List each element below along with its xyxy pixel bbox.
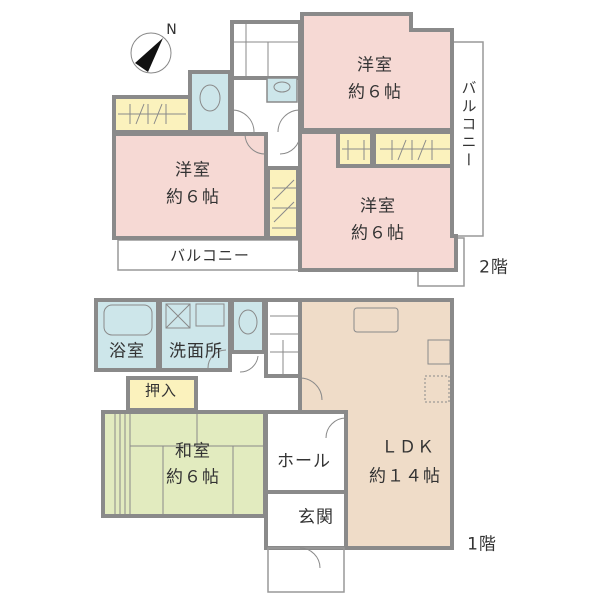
room-western-2-name: 洋室 [175,160,211,181]
washitsu-name: 和室 [175,441,211,462]
balcony-bottom-label: バルコニー [170,246,250,265]
floor-1-label: 1階 [467,534,497,555]
room-western-3-name: 洋室 [360,196,396,217]
room-western-1-size: 約６帖 [348,82,402,103]
room-western-1-name: 洋室 [357,55,393,76]
ldk-size: 約１４帖 [369,466,441,487]
stairs-2f [230,20,302,80]
oshiire-label: 押入 [144,381,178,400]
entrance [264,490,348,550]
compass-icon [130,32,172,74]
balcony-right-label: バルコニー [459,80,478,170]
floor-2-label: 2階 [479,257,509,278]
closet-2f-2 [266,166,300,240]
washitsu-size: 約６帖 [166,467,220,488]
ldk-name: ＬＤＫ [381,437,435,458]
room-western-2-size: 約６帖 [166,187,220,208]
toilet-1f [230,298,266,354]
bathroom-label: 浴室 [109,341,145,362]
oshiire [126,376,198,412]
room-western-2 [112,132,268,240]
washitsu [101,410,267,518]
washroom-label: 洗面所 [169,341,223,362]
toilet-2f [188,70,232,134]
entrance-label: 玄関 [298,507,334,528]
compass-north-label: N [166,22,178,38]
porch [267,547,345,593]
room-western-3-size: 約６帖 [351,223,405,244]
hall-label: ホール [277,451,331,472]
